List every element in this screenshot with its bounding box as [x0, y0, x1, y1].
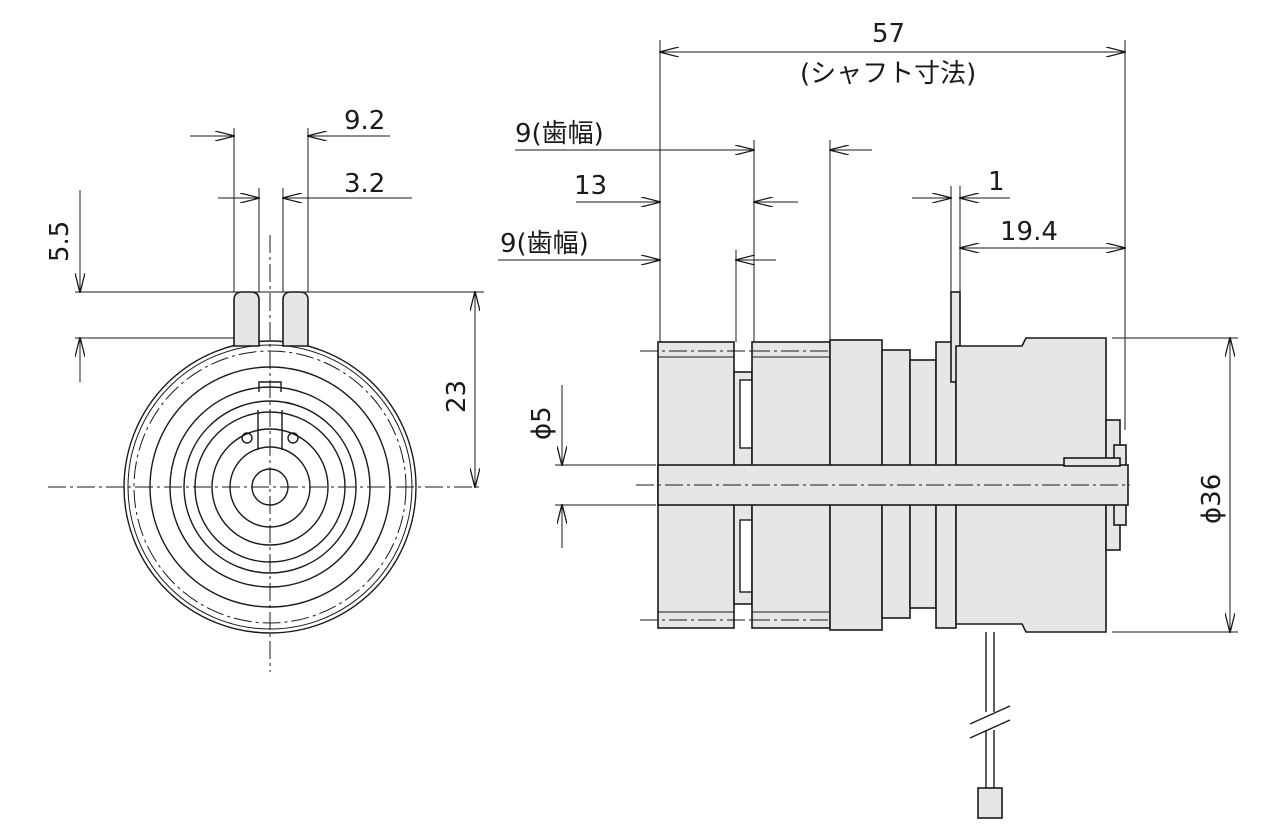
dim-key-width: 9.2 — [344, 106, 385, 136]
dim-key-height: 5.5 — [45, 221, 75, 262]
dim-shaft-length: 57 — [872, 19, 905, 49]
front-view: 9.2 3.2 5.5 23 — [45, 106, 484, 672]
dim-shaft-length-note: (シャフト寸法) — [800, 59, 976, 89]
dim-center-height: 23 — [442, 380, 472, 413]
dim-gear-offset: 13 — [574, 171, 607, 201]
dim-body-diameter: ϕ36 — [1197, 474, 1227, 524]
front-key-tab-right — [282, 291, 309, 347]
dim-flange-thickness: 1 — [988, 167, 1005, 197]
dim-slot-width: 3.2 — [344, 169, 385, 199]
front-key-tab-left — [233, 291, 260, 347]
side-connector — [977, 787, 1003, 819]
dim-flange-to-shaft-end: 19.4 — [1000, 217, 1058, 247]
dim-shaft-diameter: ϕ5 — [527, 406, 557, 440]
dim-gear-width-outer: 9(歯幅) — [515, 119, 604, 149]
side-view: 57 (シャフト寸法) 9(歯幅) 13 9(歯幅) 1 19.4 ϕ5 — [498, 19, 1238, 819]
dim-gear-width-inner: 9(歯幅) — [500, 229, 589, 259]
